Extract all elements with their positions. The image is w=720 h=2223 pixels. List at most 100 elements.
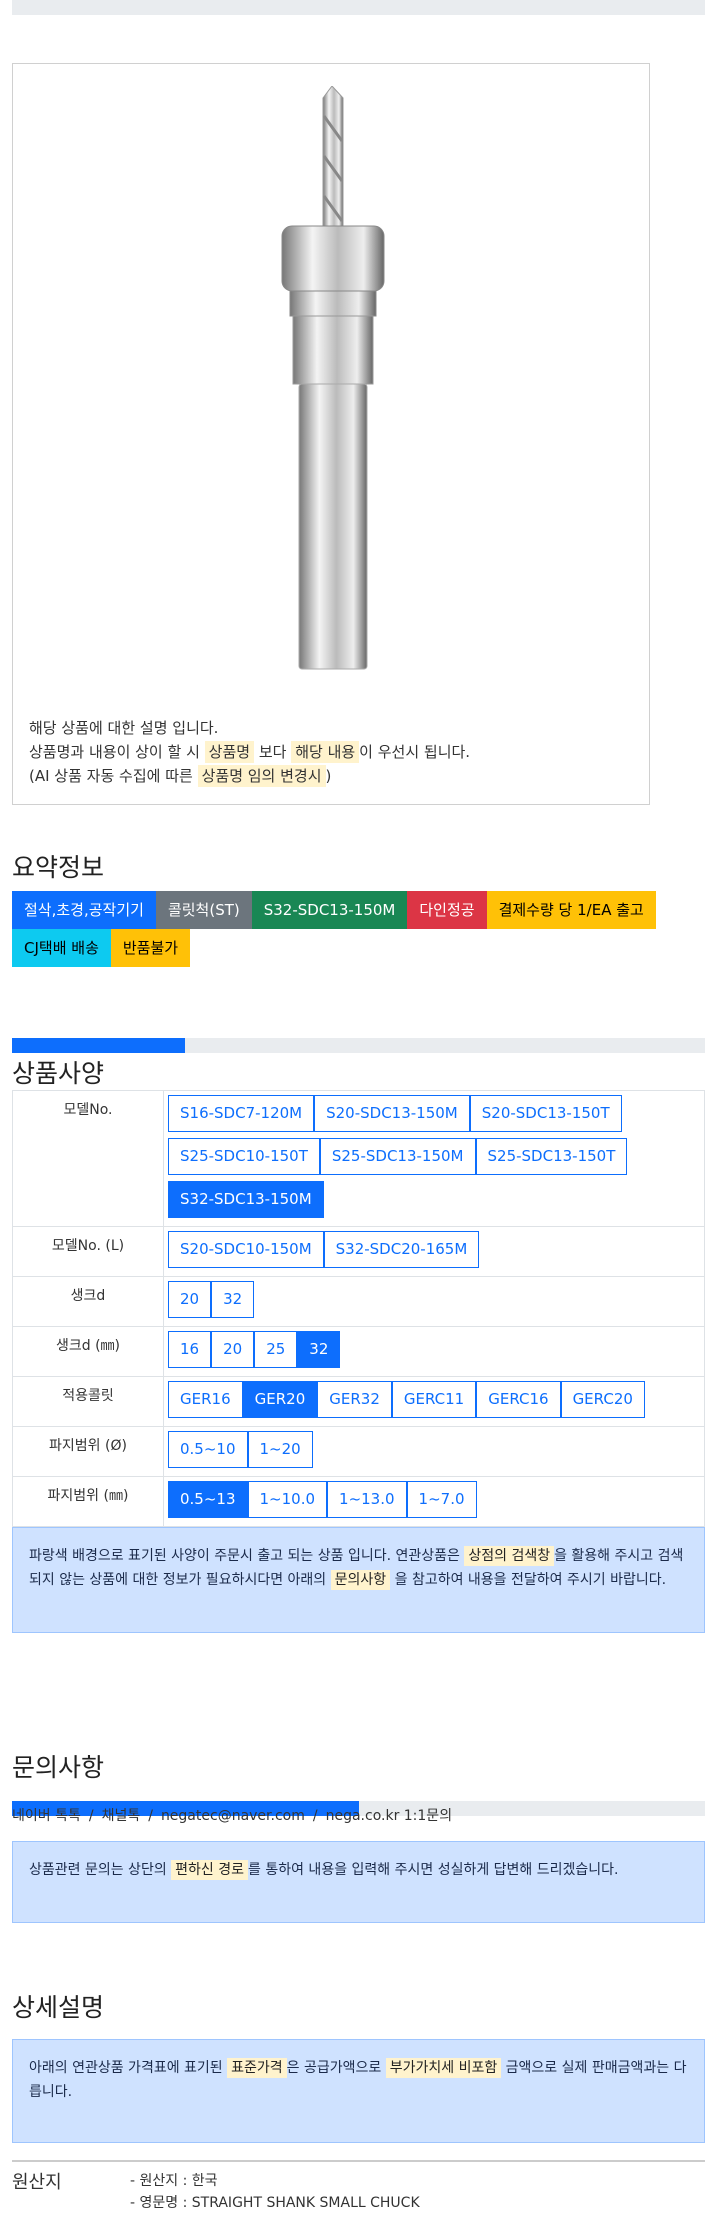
- spec-option-button[interactable]: 32: [211, 1281, 255, 1318]
- summary-tag: 반품불가: [110, 929, 191, 967]
- text: ): [325, 767, 332, 785]
- contact-links: 네이버 톡톡 / 채널톡 / negatec@naver.com / nega.co.kr …: [12, 1805, 705, 1825]
- spec-option-button[interactable]: GERC20: [560, 1381, 645, 1418]
- specs-title: 상품사양: [12, 1059, 105, 1088]
- separator: /: [88, 1808, 94, 1824]
- separator: /: [148, 1808, 153, 1824]
- spec-option-button[interactable]: GER32: [317, 1381, 392, 1418]
- separator: /: [312, 1808, 318, 1824]
- highlight: 해당 내용: [291, 741, 360, 763]
- text: 이 우선시 됩니다.: [359, 743, 471, 761]
- product-image-box: 해당 상품에 대한 설명 입니다. 상품명과 내용이 상이 할 시 상품명 보다…: [12, 63, 650, 805]
- spec-option-button[interactable]: 1~20: [247, 1431, 313, 1468]
- spec-option-button[interactable]: 0.5~13: [168, 1481, 248, 1518]
- inquiry-title: 문의사항: [12, 1753, 105, 1782]
- spec-label: 모델No.: [12, 1090, 164, 1227]
- spec-option-button[interactable]: 0.5~10: [168, 1431, 248, 1468]
- spec-option-button[interactable]: GER20: [242, 1381, 318, 1418]
- spec-option-button[interactable]: 32: [297, 1331, 341, 1368]
- text: 파랑색 배경으로 표기된 사양이 주문시 출고 되는 상품 입니다. 연관상품은: [29, 1548, 465, 1564]
- spec-option-button[interactable]: 1~10.0: [247, 1481, 328, 1518]
- detail-title: 상세설명: [12, 1993, 105, 2022]
- text: 상품명과 내용이 상이 할 시: [29, 743, 205, 761]
- spec-option-button[interactable]: S32-SDC13-150M: [168, 1181, 324, 1218]
- contact-link[interactable]: 채널톡: [101, 1808, 141, 1824]
- origin-section: 원산지 - 원산지 : 한국 - 영문명 : STRAIGHT SHANK SM…: [12, 2160, 705, 2214]
- spec-label: 생크d (㎜): [12, 1326, 164, 1377]
- spec-option-button[interactable]: 20: [168, 1281, 212, 1318]
- progress-fill: [12, 1801, 359, 1816]
- spec-option-button[interactable]: S25-SDC13-150M: [319, 1138, 476, 1175]
- origin-line: - 원산지 : 한국: [130, 2173, 218, 2189]
- spec-option-button[interactable]: 1~13.0: [327, 1481, 407, 1518]
- contact-link[interactable]: negatec@naver.com: [160, 1808, 305, 1824]
- contact-link[interactable]: nega.co.kr 1:1문의: [325, 1808, 453, 1824]
- spec-option-button[interactable]: GERC16: [476, 1381, 561, 1418]
- spec-option-button[interactable]: S20-SDC13-150M: [314, 1095, 470, 1132]
- text: (AI 상품 자동 수집에 따른: [29, 767, 198, 785]
- spec-option-button[interactable]: S25-SDC10-150T: [168, 1138, 320, 1175]
- origin-line: - 영문명 : STRAIGHT SHANK SMALL CHUCK: [130, 2195, 420, 2211]
- spec-label: 생크d: [12, 1276, 164, 1327]
- origin-label: 원산지: [12, 2172, 62, 2193]
- spec-option-button[interactable]: 20: [211, 1331, 255, 1368]
- spec-option-button[interactable]: S20-SDC10-150M: [168, 1231, 324, 1268]
- description-line: 해당 상품에 대한 설명 입니다.: [29, 719, 219, 737]
- text: 아래의 연관상품 가격표에 표기된: [29, 2060, 228, 2076]
- spec-option-button[interactable]: S20-SDC13-150T: [469, 1095, 622, 1132]
- specs-progress-bar: [12, 1038, 705, 1053]
- progress-fill: [12, 1038, 186, 1053]
- highlight: 편하신 경로: [171, 1860, 249, 1880]
- product-description: 해당 상품에 대한 설명 입니다. 상품명과 내용이 상이 할 시 상품명 보다…: [29, 716, 470, 788]
- spec-label: 모델No. (L): [12, 1226, 164, 1277]
- text: 을 참고하여 내용을 전달하여 주시기 바랍니다.: [390, 1572, 667, 1588]
- highlight: 상점의 검색창: [464, 1546, 555, 1566]
- highlight: 상품명 임의 변경시: [197, 765, 326, 787]
- spec-option-button[interactable]: S32-SDC20-165M: [323, 1231, 480, 1268]
- product-image: [281, 86, 385, 670]
- summary-tag: 절삭,초경,공작기기: [12, 891, 156, 929]
- spec-label: 파지범위 (Ø): [12, 1426, 164, 1477]
- spec-option-button[interactable]: GER16: [168, 1381, 243, 1418]
- summary-tag: 다인정공: [407, 891, 487, 929]
- highlight: 부가가치세 비포함: [385, 2058, 502, 2078]
- text: 를 통하여 내용을 입력해 주시면 성실하게 답변해 드리겠습니다.: [248, 1862, 619, 1878]
- contact-link[interactable]: 네이버 톡톡: [12, 1808, 81, 1824]
- highlight: 문의사항: [330, 1570, 391, 1590]
- highlight: 상품명: [204, 741, 255, 763]
- spec-option-button[interactable]: 1~7.0: [406, 1481, 477, 1518]
- spec-label: 파지범위 (㎜): [12, 1476, 164, 1527]
- highlight: 표준가격: [227, 2058, 287, 2078]
- top-divider-bar: [12, 0, 705, 15]
- summary-tag: S32-SDC13-150M: [251, 891, 408, 929]
- spec-option-button[interactable]: GERC11: [391, 1381, 477, 1418]
- summary-tag: CJ택배 배송: [12, 929, 111, 967]
- spec-option-button[interactable]: S25-SDC13-150T: [475, 1138, 628, 1175]
- spec-option-button[interactable]: 25: [254, 1331, 298, 1368]
- spec-option-button[interactable]: 16: [168, 1331, 212, 1368]
- spec-option-button[interactable]: S16-SDC7-120M: [168, 1095, 315, 1132]
- text: 상품관련 문의는 상단의: [29, 1862, 172, 1878]
